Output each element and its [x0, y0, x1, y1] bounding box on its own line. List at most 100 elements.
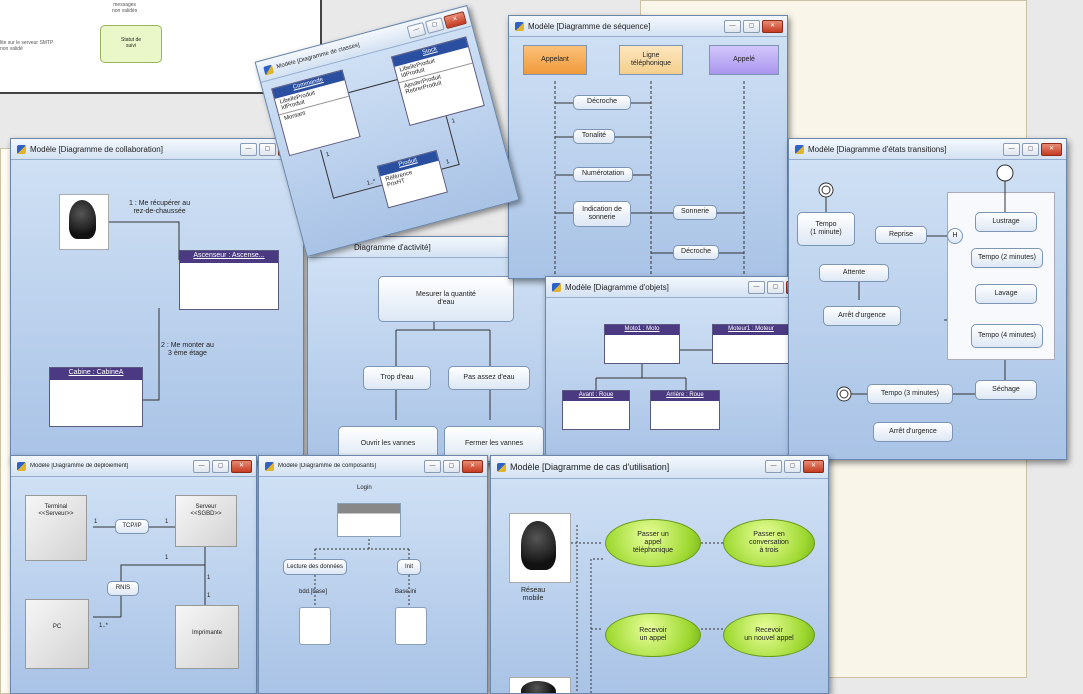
usecase-conversation[interactable]: Passer en conversation à trois — [723, 519, 815, 567]
actor-reseau-mobile[interactable] — [509, 513, 571, 583]
state-tempo3[interactable]: Tempo (3 minutes) — [867, 384, 953, 404]
object-cabine[interactable]: Cabine : CabineA — [49, 367, 143, 427]
activity-trop[interactable]: Trop d'eau — [363, 366, 431, 390]
state-tempo2[interactable]: Tempo (2 minutes) — [971, 248, 1043, 268]
message-numerotation[interactable]: Numérotation — [573, 167, 633, 182]
artifact-left[interactable] — [299, 607, 331, 645]
diagram-canvas[interactable]: Terminal <<Serveur>> Serveur <<SGBD>> PC… — [11, 477, 256, 693]
lifeline-appele[interactable]: Appelé — [709, 45, 779, 75]
maximize-button[interactable]: ▢ — [743, 20, 760, 33]
maximize-button[interactable]: ▢ — [1022, 143, 1039, 156]
minimize-button[interactable]: — — [424, 460, 441, 473]
component-login[interactable] — [337, 503, 401, 537]
actor-second[interactable] — [509, 677, 571, 693]
lifeline-appelant[interactable]: Appelant — [523, 45, 587, 75]
actor-user[interactable] — [59, 194, 109, 250]
diagram-canvas[interactable]: Tempo (1 minute) Reprise H Lustrage Temp… — [789, 160, 1066, 459]
message-sonnerie[interactable]: Sonnerie — [673, 205, 717, 220]
message-decroche-1[interactable]: Décroche — [573, 95, 631, 110]
minimize-button[interactable]: — — [724, 20, 741, 33]
minimize-button[interactable]: — — [193, 460, 210, 473]
window-objects[interactable]: Modèle [Diagramme d'objets] —▢✕ Moto1 : … — [545, 276, 812, 460]
link-tcpip[interactable]: TCP/IP — [115, 519, 149, 534]
diagram-canvas[interactable]: Commande LibelleProduit IdProduit Montan… — [261, 26, 519, 256]
state-lavage[interactable]: Lavage — [975, 284, 1037, 304]
object-header: Arrière : Roue — [651, 391, 719, 401]
state-arret-1[interactable]: Arrêt d'urgence — [823, 306, 901, 326]
diagram-canvas[interactable]: Réseau mobile Passer un appel téléphoniq… — [491, 479, 828, 693]
state-lustrage[interactable]: Lustrage — [975, 212, 1037, 232]
object-ascenseur[interactable]: Ascenseur : Ascense... — [179, 250, 279, 310]
minimize-button[interactable]: — — [748, 281, 765, 294]
usecase-recevoir[interactable]: Recevoir un appel — [605, 613, 701, 657]
state-history[interactable]: H — [947, 228, 963, 244]
message-decroche-2[interactable]: Décroche — [673, 245, 719, 260]
activity-mesurer[interactable]: Mesurer la quantité d'eau — [378, 276, 514, 322]
title-bar[interactable]: Modèle [Diagramme de cas d'utilisation] … — [491, 456, 828, 479]
link-rnis[interactable]: RNIS — [107, 581, 139, 596]
title-bar[interactable]: Modèle [Diagramme d'objets] —▢✕ — [546, 277, 811, 298]
close-button[interactable]: ✕ — [803, 460, 824, 473]
node-terminal[interactable]: Terminal <<Serveur>> — [25, 488, 94, 561]
close-button[interactable]: ✕ — [231, 460, 252, 473]
maximize-button[interactable]: ▢ — [443, 460, 460, 473]
node-pc[interactable]: PC — [25, 592, 96, 669]
diagram-canvas[interactable]: Mesurer la quantité d'eau Trop d'eau Pas… — [308, 258, 548, 463]
component-lecture[interactable]: Lecture des données — [283, 559, 347, 575]
artifact-right[interactable] — [395, 607, 427, 645]
usecase-passer-appel[interactable]: Passer un appel téléphonique — [605, 519, 701, 567]
object-header: Ascenseur : Ascense... — [180, 251, 278, 263]
window-usecase[interactable]: Modèle [Diagramme de cas d'utilisation] … — [490, 455, 829, 694]
multiplicity: 1..* — [99, 623, 109, 629]
object-links — [595, 349, 712, 390]
diagram-canvas[interactable]: Moto1 : Moto Moteur1 : Moteur Avant : Ro… — [546, 298, 811, 459]
close-button[interactable]: ✕ — [462, 460, 483, 473]
app-logo-icon — [17, 144, 26, 154]
title-bar[interactable]: Modèle [Diagramme de séquence] —▢✕ — [509, 16, 787, 37]
state-sechage[interactable]: Séchage — [975, 380, 1037, 400]
state-reprise[interactable]: Reprise — [875, 226, 927, 244]
window-states[interactable]: Modèle [Diagramme d'états transitions] —… — [788, 138, 1067, 460]
object-moto[interactable]: Moto1 : Moto — [604, 324, 680, 364]
usecase-nouvel-appel[interactable]: Recevoir un nouvel appel — [723, 613, 815, 657]
diagram-canvas[interactable]: 1 : Me récupérer au rez-de-chaussée Asce… — [11, 160, 303, 461]
state-attente[interactable]: Attente — [819, 264, 889, 282]
title-bar[interactable]: Modèle [Diagramme de déploiement] —▢✕ — [11, 456, 256, 477]
lifeline-ligne[interactable]: Ligne téléphonique — [619, 45, 683, 75]
diagram-canvas[interactable]: Login Lecture des données Init bdd.[base… — [259, 477, 487, 693]
window-collaboration[interactable]: Modèle [Diagramme de collaboration] —▢✕ … — [10, 138, 304, 462]
title-bar[interactable]: Modèle [Diagramme de composants] —▢✕ — [259, 456, 487, 477]
component-init[interactable]: Init — [397, 559, 421, 575]
maximize-button[interactable]: ▢ — [424, 17, 445, 35]
state-tempo4[interactable]: Tempo (4 minutes) — [971, 324, 1043, 348]
maximize-button[interactable]: ▢ — [784, 460, 801, 473]
minimize-button[interactable]: — — [765, 460, 782, 473]
title-bar[interactable]: Modèle [Diagramme d'états transitions] —… — [789, 139, 1066, 160]
maximize-button[interactable]: ▢ — [767, 281, 784, 294]
maximize-button[interactable]: ▢ — [259, 143, 276, 156]
maximize-button[interactable]: ▢ — [212, 460, 229, 473]
activity-pas-assez[interactable]: Pas assez d'eau — [448, 366, 530, 390]
diagram-canvas[interactable]: Appelant Ligne téléphonique Appelé Décro… — [509, 37, 787, 278]
message-tonalite[interactable]: Tonalité — [573, 129, 615, 144]
close-button[interactable]: ✕ — [1041, 143, 1062, 156]
object-moteur[interactable]: Moteur1 : Moteur — [712, 324, 790, 364]
minimize-button[interactable]: — — [406, 21, 427, 39]
minimize-button[interactable]: — — [240, 143, 257, 156]
title-bar[interactable]: Modèle [Diagramme de collaboration] —▢✕ — [11, 139, 303, 160]
node-serveur[interactable]: Serveur <<SGBD>> — [175, 488, 244, 547]
object-arriere[interactable]: Arrière : Roue — [650, 390, 720, 430]
close-button[interactable]: ✕ — [762, 20, 783, 33]
node-imprimante[interactable]: Imprimante — [175, 598, 246, 669]
window-classes[interactable]: Modèle [Diagramme de classes] —▢✕ Comman… — [254, 4, 520, 258]
window-components[interactable]: Modèle [Diagramme de composants] —▢✕ Log… — [258, 455, 488, 694]
message-indication[interactable]: Indication de sonnerie — [573, 201, 631, 227]
object-avant[interactable]: Avant : Roue — [562, 390, 630, 430]
close-button[interactable]: ✕ — [443, 11, 467, 30]
window-sequence[interactable]: Modèle [Diagramme de séquence] —▢✕ Appel… — [508, 15, 788, 279]
state-tempo1[interactable]: Tempo (1 minute) — [797, 212, 855, 246]
state-arret-2[interactable]: Arrêt d'urgence — [873, 422, 953, 442]
note-statut: Statut de suivi — [100, 25, 162, 63]
minimize-button[interactable]: — — [1003, 143, 1020, 156]
window-deployment[interactable]: Modèle [Diagramme de déploiement] —▢✕ Te… — [10, 455, 257, 694]
